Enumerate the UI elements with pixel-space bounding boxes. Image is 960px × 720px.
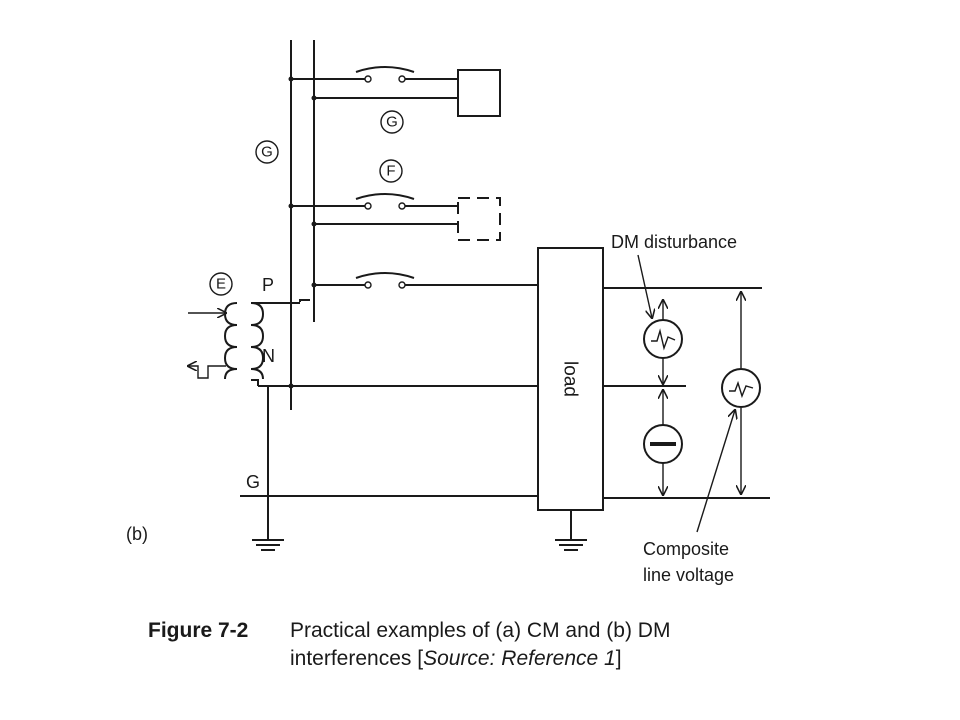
dm-leader [637, 254, 652, 318]
dm-meter-upper [643, 300, 683, 384]
load-switch [311, 272, 538, 289]
label-g-outlet: G [380, 110, 404, 134]
label-ground: G [246, 472, 260, 492]
label-f-outlet: F [379, 159, 403, 183]
composite-leader [696, 410, 735, 533]
outlet-f-circuit [288, 193, 501, 241]
label-composite-1: Composite [643, 539, 729, 559]
transformer [188, 299, 310, 386]
label-dm-disturbance: DM disturbance [611, 232, 737, 252]
caption-text-before: Practical examples of (a) CM and (b) DM … [290, 619, 671, 670]
label-part-b: (b) [126, 524, 148, 544]
load-label: load [560, 361, 581, 397]
caption-text-after: ] [615, 647, 622, 670]
ground-symbol-right [555, 510, 587, 551]
figure-number: Figure 7-2 [148, 619, 249, 642]
caption-source: Source: Reference 1 [423, 647, 616, 670]
outlet-g-circuit [288, 66, 501, 117]
svg-text:G: G [261, 144, 273, 161]
label-phase: P [262, 275, 274, 295]
label-neutral: N [262, 346, 275, 366]
caption-text: Practical examples of (a) CM and (b) DM … [290, 617, 770, 673]
label-e-source: E [209, 272, 233, 296]
svg-text:F: F [386, 163, 395, 180]
dm-meter-lower [643, 390, 683, 495]
svg-text:G: G [386, 114, 398, 131]
label-composite-2: line voltage [643, 565, 734, 585]
ground-symbol-left [252, 536, 284, 551]
label-g-bus: G [255, 140, 279, 164]
composite-meter [721, 292, 761, 494]
svg-text:E: E [216, 276, 226, 293]
